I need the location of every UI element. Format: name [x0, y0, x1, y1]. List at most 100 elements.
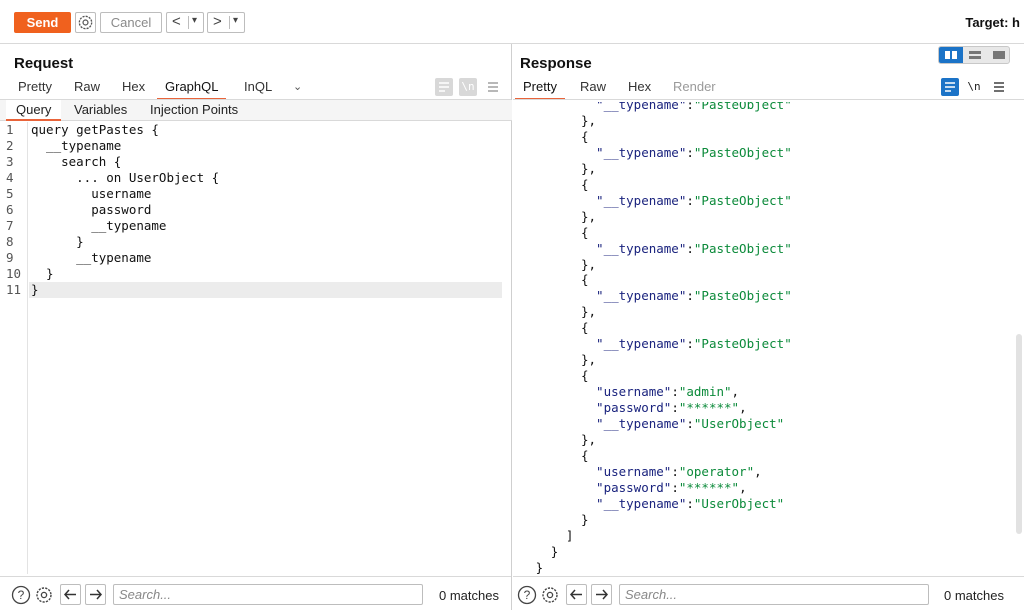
- json-line: {: [580, 368, 589, 384]
- tab-inql[interactable]: InQL: [244, 79, 273, 94]
- subtab-query[interactable]: Query: [6, 100, 62, 121]
- json-line: },: [580, 304, 596, 320]
- request-search-bar: ? Search... 0 matches: [0, 576, 511, 610]
- current-line-highlight: [29, 282, 502, 298]
- json-line: "__typename":"PasteObject": [596, 288, 792, 304]
- search-next-button[interactable]: [85, 584, 106, 605]
- help-icon[interactable]: ?: [517, 585, 537, 605]
- wrap-lines-button[interactable]: [941, 78, 959, 96]
- search-next-button[interactable]: [591, 584, 612, 605]
- code-line: 11}: [6, 282, 39, 297]
- json-line: },: [580, 208, 596, 224]
- arrow-forward-icon: >: [213, 13, 222, 30]
- tab-graphql[interactable]: GraphQL: [157, 78, 227, 100]
- tab-render[interactable]: Render: [673, 79, 716, 94]
- json-line: }: [580, 511, 589, 527]
- svg-text:?: ?: [524, 588, 531, 602]
- divider: [0, 99, 511, 100]
- newline-toggle-button[interactable]: \n: [459, 78, 477, 96]
- json-line: "__typename":"PasteObject": [596, 240, 792, 256]
- target-label[interactable]: Target: h: [965, 15, 1020, 30]
- json-line: {: [580, 447, 589, 463]
- arrow-left-icon: [569, 589, 582, 600]
- layout-toggle[interactable]: [938, 46, 1010, 64]
- menu-button[interactable]: [990, 78, 1008, 96]
- code-line: 9 __typename: [6, 250, 152, 265]
- json-line: "__typename":"PasteObject": [596, 336, 792, 352]
- request-panel: Request Pretty Raw Hex GraphQL InQL ⌄ \n…: [0, 44, 512, 610]
- menu-icon: [488, 82, 498, 92]
- wrap-lines-icon: [439, 82, 449, 92]
- settings-button[interactable]: [75, 12, 96, 33]
- search-prev-button[interactable]: [60, 584, 81, 605]
- toolbar: Send Cancel < ▾ > ▾ Target: h: [0, 0, 1024, 44]
- svg-text:?: ?: [18, 588, 25, 602]
- subtab-variables[interactable]: Variables: [74, 102, 128, 117]
- scrollbar[interactable]: [1016, 334, 1022, 534]
- json-line: "__typename":"UserObject": [596, 416, 785, 431]
- layout-single-icon[interactable]: [987, 47, 1009, 63]
- arrow-back-icon: <: [172, 13, 181, 30]
- response-viewer[interactable]: "__typename":"PasteObject"},{"__typename…: [513, 102, 1013, 574]
- chevron-down-icon[interactable]: ▾: [233, 15, 239, 26]
- code-line: 6 password: [6, 202, 152, 217]
- json-line: },: [580, 112, 596, 128]
- back-button[interactable]: < ▾: [166, 12, 204, 33]
- json-line: },: [580, 256, 596, 272]
- response-search-bar: ? Search... 0 matches: [513, 576, 1024, 610]
- newline-toggle-button[interactable]: \n: [967, 80, 981, 93]
- json-line: },: [580, 431, 596, 447]
- response-panel: Response Pretty Raw Hex Render \n ": [513, 44, 1024, 610]
- send-button[interactable]: Send: [14, 12, 71, 33]
- json-line: "__typename":"PasteObject": [596, 144, 792, 160]
- subtab-injection-points[interactable]: Injection Points: [150, 102, 239, 117]
- tab-raw[interactable]: Raw: [580, 79, 607, 94]
- json-line: "__typename":"UserObject": [596, 495, 785, 511]
- chevron-down-icon[interactable]: ▾: [192, 15, 198, 26]
- search-input[interactable]: Search...: [113, 584, 423, 605]
- json-line: {: [580, 128, 589, 144]
- layout-split-icon[interactable]: [939, 47, 963, 63]
- json-line: },: [580, 160, 596, 176]
- search-input[interactable]: Search...: [619, 584, 929, 605]
- request-subtabs: Query Variables Injection Points: [0, 100, 512, 121]
- code-line: 2 __typename: [6, 138, 122, 153]
- tab-pretty[interactable]: Pretty: [515, 78, 565, 100]
- wrap-lines-button[interactable]: [435, 78, 453, 96]
- help-icon[interactable]: ?: [11, 585, 31, 605]
- json-line: "__typename":"PasteObject": [596, 102, 792, 112]
- wrap-lines-icon: [945, 82, 955, 92]
- match-count: 0 matches: [944, 588, 1004, 603]
- cancel-button[interactable]: Cancel: [100, 12, 162, 33]
- code-line: 4 ... on UserObject {: [6, 170, 220, 185]
- tab-hex[interactable]: Hex: [628, 79, 652, 94]
- json-line: {: [580, 176, 589, 192]
- tab-raw[interactable]: Raw: [74, 79, 101, 94]
- json-line: {: [580, 320, 589, 336]
- match-count: 0 matches: [439, 588, 499, 603]
- request-title: Request: [14, 55, 74, 72]
- code-line: 7 __typename: [6, 218, 167, 233]
- json-line: "username":"admin",: [596, 384, 740, 400]
- arrow-right-icon: [90, 589, 103, 600]
- forward-button[interactable]: > ▾: [207, 12, 245, 33]
- layout-stacked-icon[interactable]: [963, 47, 987, 63]
- tab-pretty[interactable]: Pretty: [18, 79, 52, 94]
- chevron-down-icon[interactable]: ⌄: [293, 81, 303, 93]
- json-line: {: [580, 272, 589, 288]
- divider: [229, 16, 230, 29]
- json-line: "password":"******",: [596, 479, 747, 495]
- menu-button[interactable]: [484, 78, 502, 96]
- tab-hex[interactable]: Hex: [122, 79, 146, 94]
- json-line: }: [535, 559, 544, 574]
- json-line: "password":"******",: [596, 400, 747, 416]
- code-line: 8 }: [6, 234, 84, 249]
- search-prev-button[interactable]: [566, 584, 587, 605]
- code-line: 10 }: [6, 266, 54, 281]
- gear-icon[interactable]: [540, 585, 560, 605]
- gear-icon[interactable]: [34, 585, 54, 605]
- json-line: ]: [565, 527, 574, 543]
- code-line: 3 search {: [6, 154, 122, 169]
